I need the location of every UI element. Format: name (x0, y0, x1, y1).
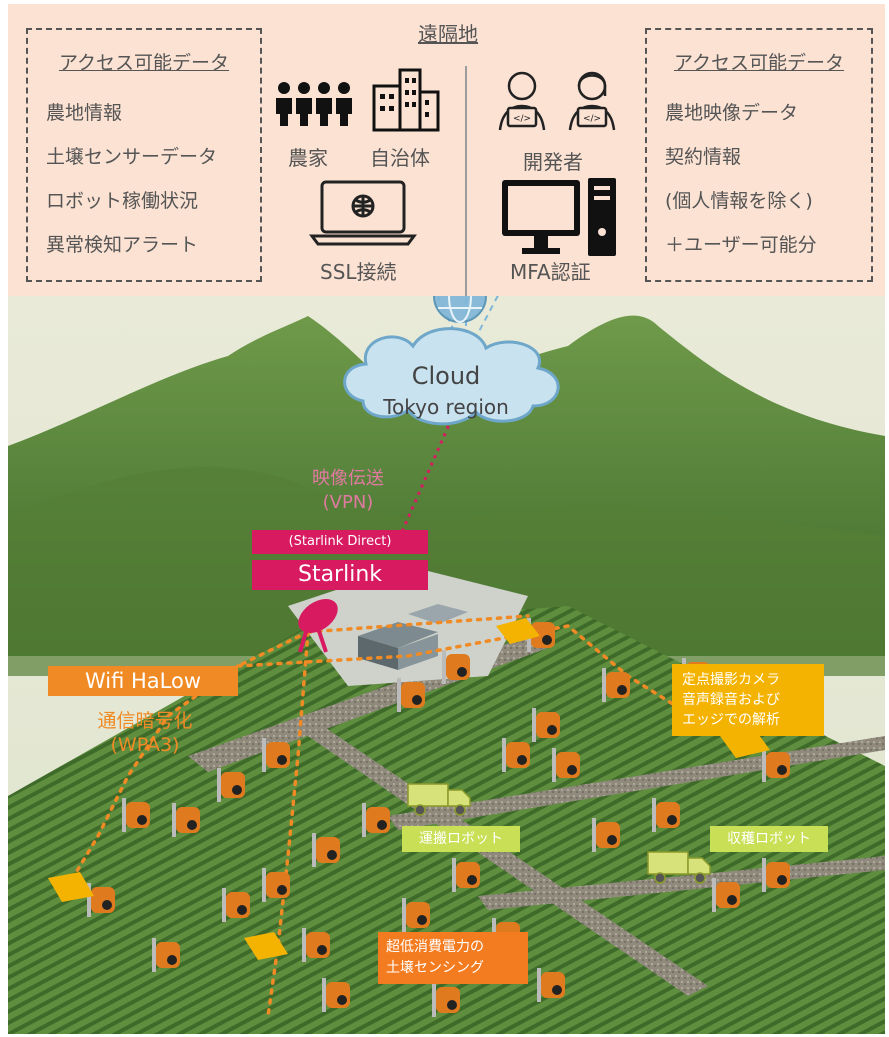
harvest-robot-label: 収穫ロボット (710, 826, 828, 852)
left-box-item: ロボット稼働状況 (46, 190, 199, 212)
sensor-camera-icon (552, 748, 580, 782)
right-box-title: アクセス可能データ (673, 52, 845, 74)
harvest-robot-icon (647, 851, 711, 884)
cloud-icon (343, 327, 560, 426)
wpa3-label: (WPA3) (110, 734, 180, 756)
transport-robot-icon (407, 783, 471, 816)
municipality-icon (372, 68, 440, 132)
satellite-dish-icon (298, 598, 338, 653)
sensor-camera-icon (452, 858, 480, 892)
starlink-direct-label: (Starlink Direct) (252, 530, 428, 554)
sensor-camera-icon (532, 708, 560, 742)
sensor-camera-icon (362, 803, 390, 837)
camera-description-box: 定点撮影カメラ 音声録音および エッジでの解析 (672, 664, 824, 736)
svg-text:</>: </> (513, 114, 531, 124)
cloud-internet-line (465, 296, 499, 357)
right-data-box: アクセス可能データ 農地映像データ 契約情報 (個人情報を除く) ＋ユーザー可能… (645, 28, 873, 282)
developers-label: 開発者 (523, 150, 583, 174)
farmers-icon (276, 82, 352, 126)
farmers-label: 農家 (288, 146, 328, 170)
sensor-camera-icon (302, 928, 330, 962)
wifi-mesh-lines (66, 614, 710, 1018)
sensor-camera-icon (502, 738, 530, 772)
sensor-camera-icon (217, 768, 245, 802)
sensor-camera-icon (87, 883, 115, 917)
right-box-item: ＋ユーザー可能分 (665, 234, 817, 256)
remote-title: 遠隔地 (418, 22, 478, 46)
sensor-camera-icon (222, 888, 250, 922)
sensor-camera-icon (712, 878, 740, 912)
vpn-link-line (396, 403, 460, 542)
sensor-camera-icon (652, 798, 680, 832)
sensor-camera-icon (152, 938, 180, 972)
camera-desc-line: 音声録音および (682, 692, 780, 708)
farm-scene: Cloud Tokyo region 映像伝送 (VPN) (8, 296, 885, 1034)
left-box-item: 土壌センサーデータ (46, 146, 218, 168)
wifi-halow-label: Wifi HaLow (48, 666, 238, 696)
camera-desc-line: エッジでの解析 (682, 712, 780, 728)
sensor-camera-icon (432, 983, 460, 1017)
svg-text:</>: </> (583, 114, 601, 124)
left-data-box: アクセス可能データ 農地情報 土壌センサーデータ ロボット稼働状況 異常検知アラ… (26, 28, 262, 282)
right-box-item: 契約情報 (665, 146, 742, 168)
center-divider (465, 66, 467, 296)
mfa-label: MFA認証 (510, 260, 591, 284)
sensor-desc-line: 超低消費電力の (386, 939, 484, 955)
video-transmission-label: 映像伝送 (312, 468, 384, 489)
globe-icon (433, 296, 487, 323)
developers-icon: </> </> (498, 71, 616, 131)
camera-group (87, 618, 790, 1017)
sensor-camera-icon (762, 748, 790, 782)
sensor-camera-icon (397, 678, 425, 712)
right-box-item: (個人情報を除く) (665, 190, 813, 212)
sensor-desc-line: 土壌センシング (386, 960, 484, 976)
cloud-region: Tokyo region (382, 395, 509, 419)
sensor-camera-icon (312, 833, 340, 867)
facility-buildings (358, 604, 468, 670)
sensor-camera-icon (262, 738, 290, 772)
sensor-camera-icon (442, 650, 470, 684)
desktop-pc-icon (502, 178, 616, 256)
starlink-label: Starlink (252, 560, 428, 590)
left-box-title: アクセス可能データ (58, 52, 230, 74)
sensor-camera-icon (537, 968, 565, 1002)
left-box-item: 異常検知アラート (46, 234, 199, 256)
sensor-camera-icon (402, 898, 430, 932)
sensor-camera-icon (592, 818, 620, 852)
vpn-label: (VPN) (323, 492, 374, 513)
ssl-label: SSL接続 (320, 260, 397, 284)
sensor-camera-icon (322, 978, 350, 1012)
sensor-camera-icon (262, 868, 290, 902)
right-box-item: 農地映像データ (665, 102, 799, 124)
soil-sensing-box: 超低消費電力の 土壌センシング (378, 932, 528, 984)
sensor-camera-icon (602, 668, 630, 702)
remote-panel: 遠隔地 アクセス可能データ 農地情報 土壌センサーデータ ロボット稼働状況 異常… (8, 4, 885, 296)
encryption-label: 通信暗号化 (97, 710, 193, 732)
transport-robot-label: 運搬ロボット (402, 826, 520, 852)
left-box-item: 農地情報 (46, 102, 123, 124)
municipality-label: 自治体 (370, 146, 430, 170)
camera-desc-line: 定点撮影カメラ (682, 672, 780, 688)
sensor-camera-icon (172, 803, 200, 837)
mountain-ridge (8, 467, 885, 676)
laptop-icon (309, 180, 417, 246)
sensor-camera-icon (122, 798, 150, 832)
sensor-camera-icon (762, 858, 790, 892)
cloud-name: Cloud (412, 362, 481, 390)
